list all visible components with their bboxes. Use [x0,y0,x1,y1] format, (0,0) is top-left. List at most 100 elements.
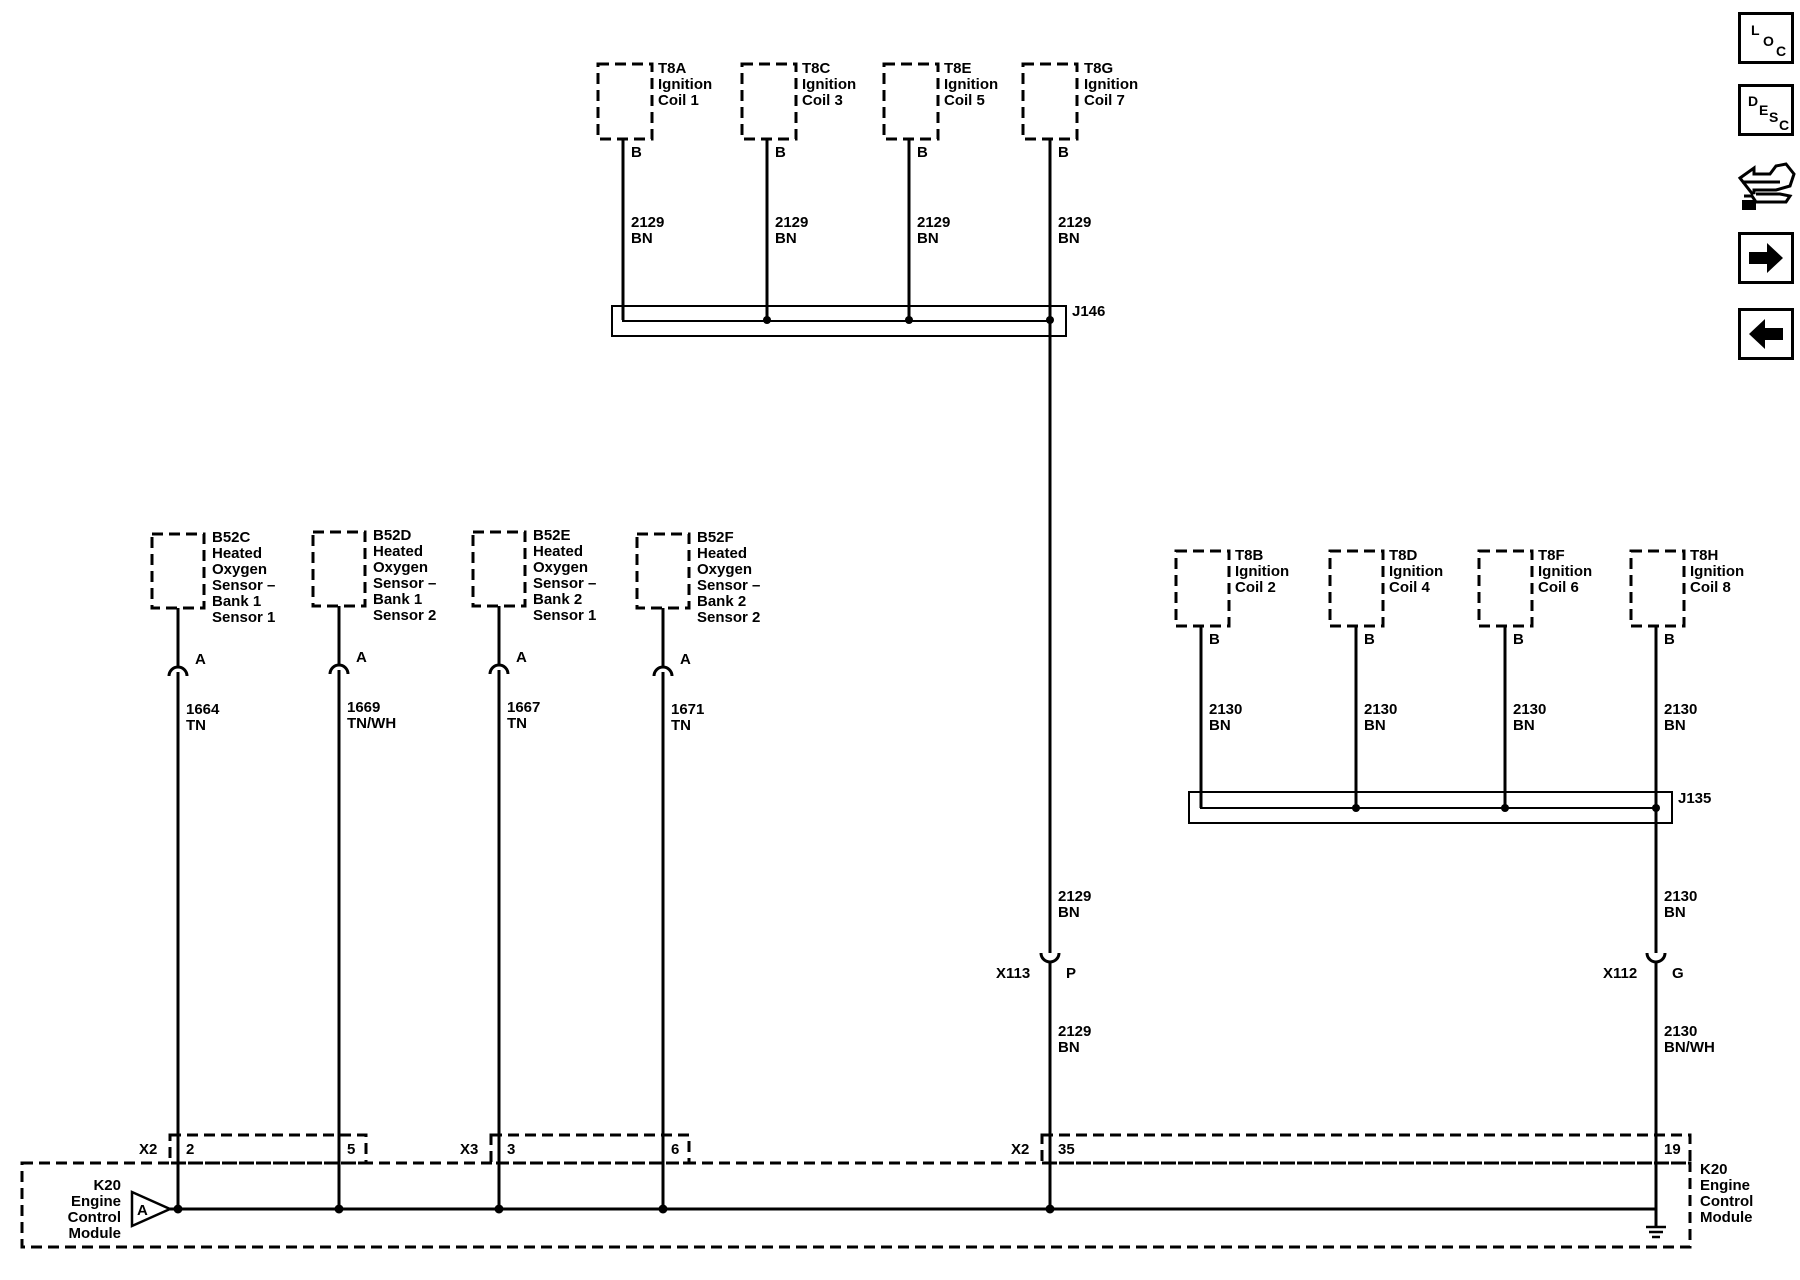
connector-b52f-symbol [652,665,674,677]
coil-t8f-name: Ignition [1538,563,1592,580]
sensor-b52d-line: Bank 1 [373,591,422,608]
coil-t8g-pin: B [1058,144,1069,161]
coil-t8e-id: T8E [944,60,972,77]
coil-t8b-color: BN [1209,717,1231,734]
bus-node [494,1204,504,1214]
x113-circuit-below: 2129 [1058,1023,1091,1040]
desc-letter: D [1748,93,1759,109]
sensor-b52c-line: Oxygen [212,561,267,578]
sensor-b52d-box[interactable] [311,530,367,608]
connector-x112[interactable]: X112 G [1603,945,1684,982]
sensor-b52c-line: Bank 1 [212,593,261,610]
bus-node [658,1204,668,1214]
connector-b52e-symbol [488,663,510,675]
sensor-b52f-box[interactable] [635,532,691,610]
sensor-b52f-line: Bank 2 [697,593,746,610]
connector-view-button[interactable] [1736,156,1796,212]
description-view-button[interactable]: D E S C [1738,84,1794,136]
sensor-b52f-line: Sensor 2 [697,609,760,626]
coil-t8g-name2: Coil 7 [1084,92,1125,109]
sensor-b52c-circuit: 1664 [186,701,220,718]
ecm-k20[interactable]: X2 2 5 X3 3 6 X2 35 19 K20 Engine Contro… [20,1133,1753,1249]
coil-t8c-circuit: 2129 [775,214,808,231]
sensor-b52d-line: Heated [373,543,423,560]
sensor-b52e-line: Oxygen [533,559,588,576]
desc-letter: C [1779,117,1790,133]
coil-t8d-name2: Coil 4 [1389,579,1430,596]
sensor-b52c-id: B52C [212,529,251,546]
connector-x112-symbol [1645,952,1667,964]
coil-t8b-id: T8B [1235,547,1264,564]
connector-hand-icon [1737,162,1796,210]
ecm-id-right: K20 [1700,1161,1728,1178]
coil-t8b-name: Ignition [1235,563,1289,580]
coil-t8d-name: Ignition [1389,563,1443,580]
splice-j135[interactable]: J135 [1188,790,1711,824]
coil-t8g-box[interactable] [1021,62,1079,141]
x113-circuit-above: 2129 [1058,888,1091,905]
coil-t8f-id: T8F [1538,547,1565,564]
coil-t8e-name2: Coil 5 [944,92,985,109]
coil-t8d-pin: B [1364,631,1375,648]
coil-t8a-box[interactable] [596,62,654,141]
previous-page-button[interactable] [1738,308,1794,360]
sensor-b52d-pin: A [356,649,367,666]
coil-t8f-box[interactable] [1477,549,1534,628]
splice-j135-inner [1200,791,1657,809]
coil-t8h-box[interactable] [1629,549,1686,628]
coil-t8a-pin: B [631,144,642,161]
sensor-b52f-line: Sensor – [697,577,760,594]
coil-t8h-id: T8H [1690,547,1718,564]
x113-color-below: BN [1058,1039,1080,1056]
loc-letter: L [1751,22,1760,38]
coil-t8e-circuit: 2129 [917,214,950,231]
coil-t8a-name2: Coil 1 [658,92,699,109]
arrow-left-icon [1749,319,1783,349]
coil-t8d-color: BN [1364,717,1386,734]
sensor-b52c-box[interactable] [150,532,206,610]
coil-t8a-id: T8A [658,60,687,77]
coil-t8b-circuit: 2130 [1209,701,1242,718]
splice-j146[interactable]: J146 [611,303,1105,337]
splice-node [1352,804,1360,812]
coil-t8g-id: T8G [1084,60,1113,77]
ecm-name-left: Engine [71,1193,121,1210]
sensor-b52e-circuit: 1667 [507,699,540,716]
sensor-b52c-line: Heated [212,545,262,562]
coil-t8h-name2: Coil 8 [1690,579,1731,596]
coil-t8b-pin: B [1209,631,1220,648]
coil-t8d-box[interactable] [1328,549,1385,628]
x112-color-below: BN/WH [1664,1039,1715,1056]
sensor-b52d-line: Sensor 2 [373,607,436,624]
next-page-button[interactable] [1738,232,1794,284]
ecm-pin: 2 [186,1141,194,1158]
ecm-name-right: Control [1700,1193,1753,1210]
sensor-b52f-color: TN [671,717,691,734]
sensor-b52e-line: Sensor – [533,575,596,592]
coil-t8a-color: BN [631,230,653,247]
connector-x112-id: X112 [1603,965,1637,982]
sensor-b52c-color: TN [186,717,206,734]
loc-letter: O [1763,33,1774,49]
splice-j146-label: J146 [1072,303,1105,320]
sensor-b52d-circuit: 1669 [347,699,380,716]
coil-t8a-circuit: 2129 [631,214,664,231]
ecm-pin: 3 [507,1141,515,1158]
location-view-button[interactable]: L O C [1738,12,1794,64]
bus-node [334,1204,344,1214]
top-coil-group: T8A Ignition Coil 1 B 2129 BN T8C Igniti… [596,60,1138,320]
right-coil-group: T8B Ignition Coil 2 B 2130 BN T8D Igniti… [1174,547,1744,808]
coil-t8c-box[interactable] [740,62,798,141]
sensor-b52e-color: TN [507,715,527,732]
coil-t8h-pin: B [1664,631,1675,648]
coil-t8g-color: BN [1058,230,1080,247]
coil-t8c-id: T8C [802,60,831,77]
sensor-b52e-line: Bank 2 [533,591,582,608]
coil-t8b-box[interactable] [1174,549,1231,628]
coil-t8f-name2: Coil 6 [1538,579,1579,596]
ecm-connector-label: X2 [1011,1141,1029,1158]
sensor-b52e-box[interactable] [471,530,527,608]
coil-t8e-pin: B [917,144,928,161]
connector-x113[interactable]: X113 P [996,945,1076,982]
coil-t8e-box[interactable] [882,62,940,141]
